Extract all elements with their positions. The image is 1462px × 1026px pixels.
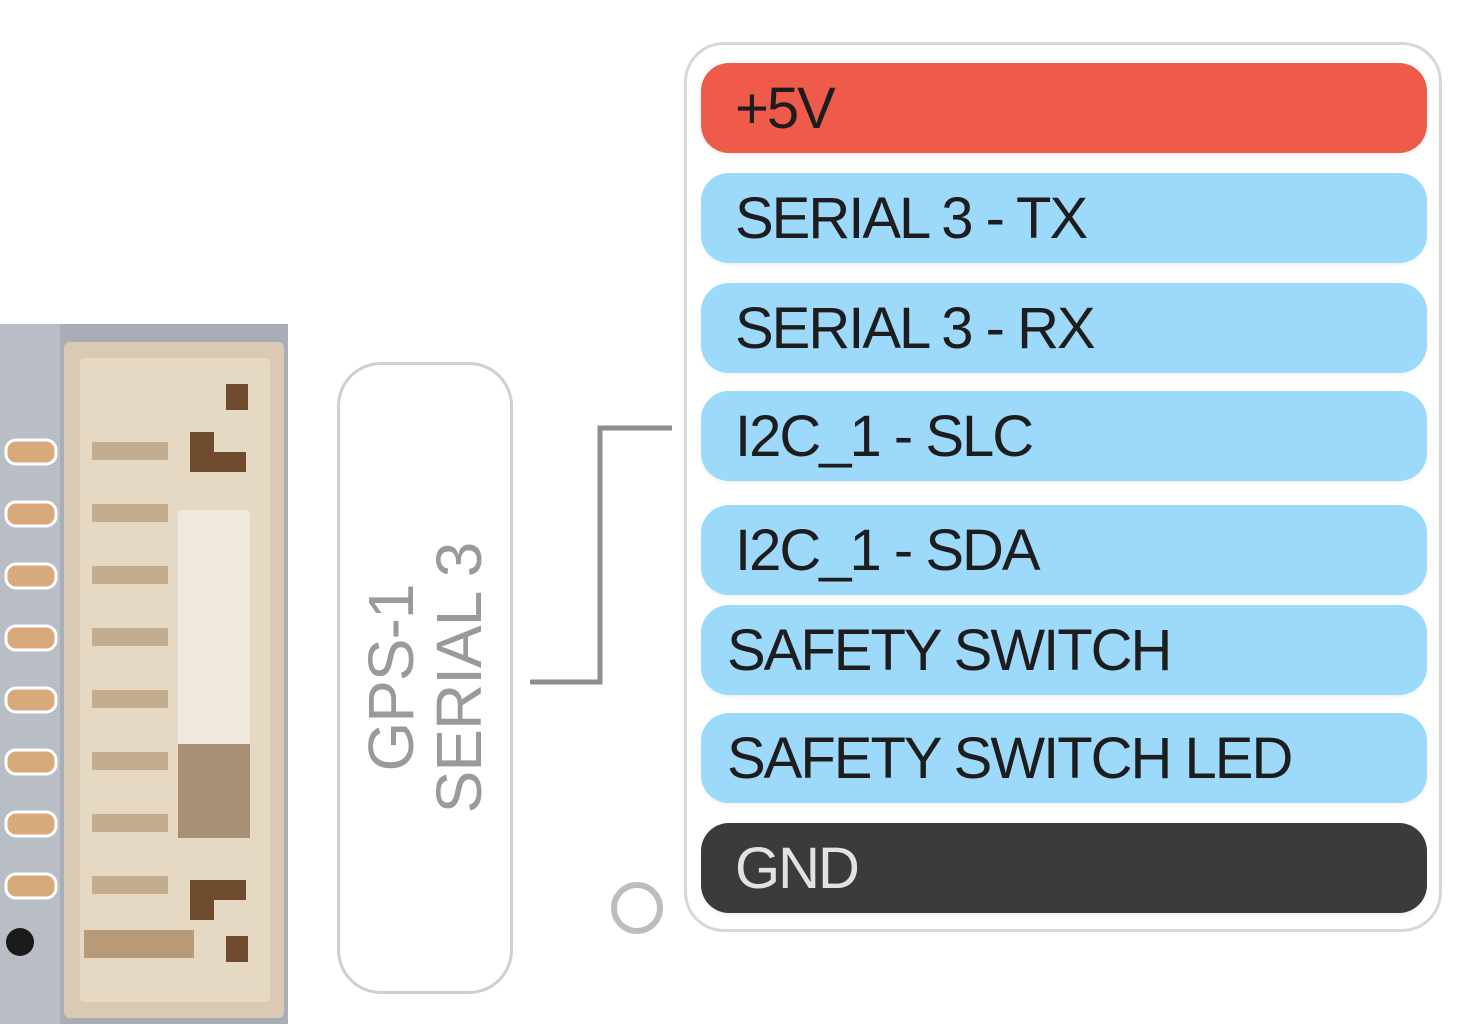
contact-rib-6 xyxy=(92,752,168,770)
pin-label-8: GND xyxy=(735,835,858,902)
pin-row-4: I2C_1 - SLC xyxy=(701,391,1427,481)
contact-rib-8 xyxy=(92,876,168,894)
solder-pin-2 xyxy=(6,502,56,526)
connector-base-strip xyxy=(84,930,194,958)
pin-row-1: +5V xyxy=(701,63,1427,153)
solder-pin-4 xyxy=(6,626,56,650)
pin-row-3: SERIAL 3 - RX xyxy=(701,283,1427,373)
solder-pin-7 xyxy=(6,812,56,836)
jst-gh-8pin-connector xyxy=(0,324,288,1024)
solder-pin-8 xyxy=(6,874,56,898)
pin1-marker xyxy=(611,882,663,934)
solder-pin-5 xyxy=(6,688,56,712)
pin-label-6: SAFETY SWITCH xyxy=(727,617,1170,684)
pin-row-8: GND xyxy=(701,823,1427,913)
pin-row-5: I2C_1 - SDA xyxy=(701,505,1427,595)
pin1-dot xyxy=(6,928,34,956)
solder-pin-3 xyxy=(6,564,56,588)
connector-key-bot-b xyxy=(214,900,246,920)
pin-label-2: SERIAL 3 - TX xyxy=(735,185,1086,252)
pin-row-7: SAFETY SWITCH LED xyxy=(701,713,1427,803)
port-label-line1: GPS-1 xyxy=(357,543,425,814)
contact-rib-7 xyxy=(92,814,168,832)
pin-label-5: I2C_1 - SDA xyxy=(735,517,1039,584)
port-label-text: GPS-1 SERIAL 3 xyxy=(357,543,493,814)
contact-rib-1 xyxy=(92,442,168,460)
connector-key-top-c xyxy=(214,432,246,452)
board-highlight xyxy=(0,324,60,1024)
pin-row-6: SAFETY SWITCH xyxy=(701,605,1427,695)
connector-key-bot-c xyxy=(226,936,248,962)
solder-pin-6 xyxy=(6,750,56,774)
port-label: GPS-1 SERIAL 3 xyxy=(337,362,513,994)
pin-label-1: +5V xyxy=(735,75,834,142)
pin-label-4: I2C_1 - SLC xyxy=(735,403,1032,470)
contact-rib-3 xyxy=(92,566,168,584)
connector-key-top-a xyxy=(226,384,248,410)
contact-rib-4 xyxy=(92,628,168,646)
leader-line-path xyxy=(530,428,672,682)
pin-row-2: SERIAL 3 - TX xyxy=(701,173,1427,263)
pin-label-3: SERIAL 3 - RX xyxy=(735,295,1094,362)
pin-label-7: SAFETY SWITCH LED xyxy=(727,725,1291,792)
connector-latch-shadow xyxy=(178,744,250,838)
solder-pin-1 xyxy=(6,440,56,464)
pinout-panel: +5V SERIAL 3 - TX SERIAL 3 - RX I2C_1 - … xyxy=(684,42,1442,932)
port-label-line2: SERIAL 3 xyxy=(425,543,493,814)
contact-rib-2 xyxy=(92,504,168,522)
contact-rib-5 xyxy=(92,690,168,708)
leader-line xyxy=(520,420,680,690)
